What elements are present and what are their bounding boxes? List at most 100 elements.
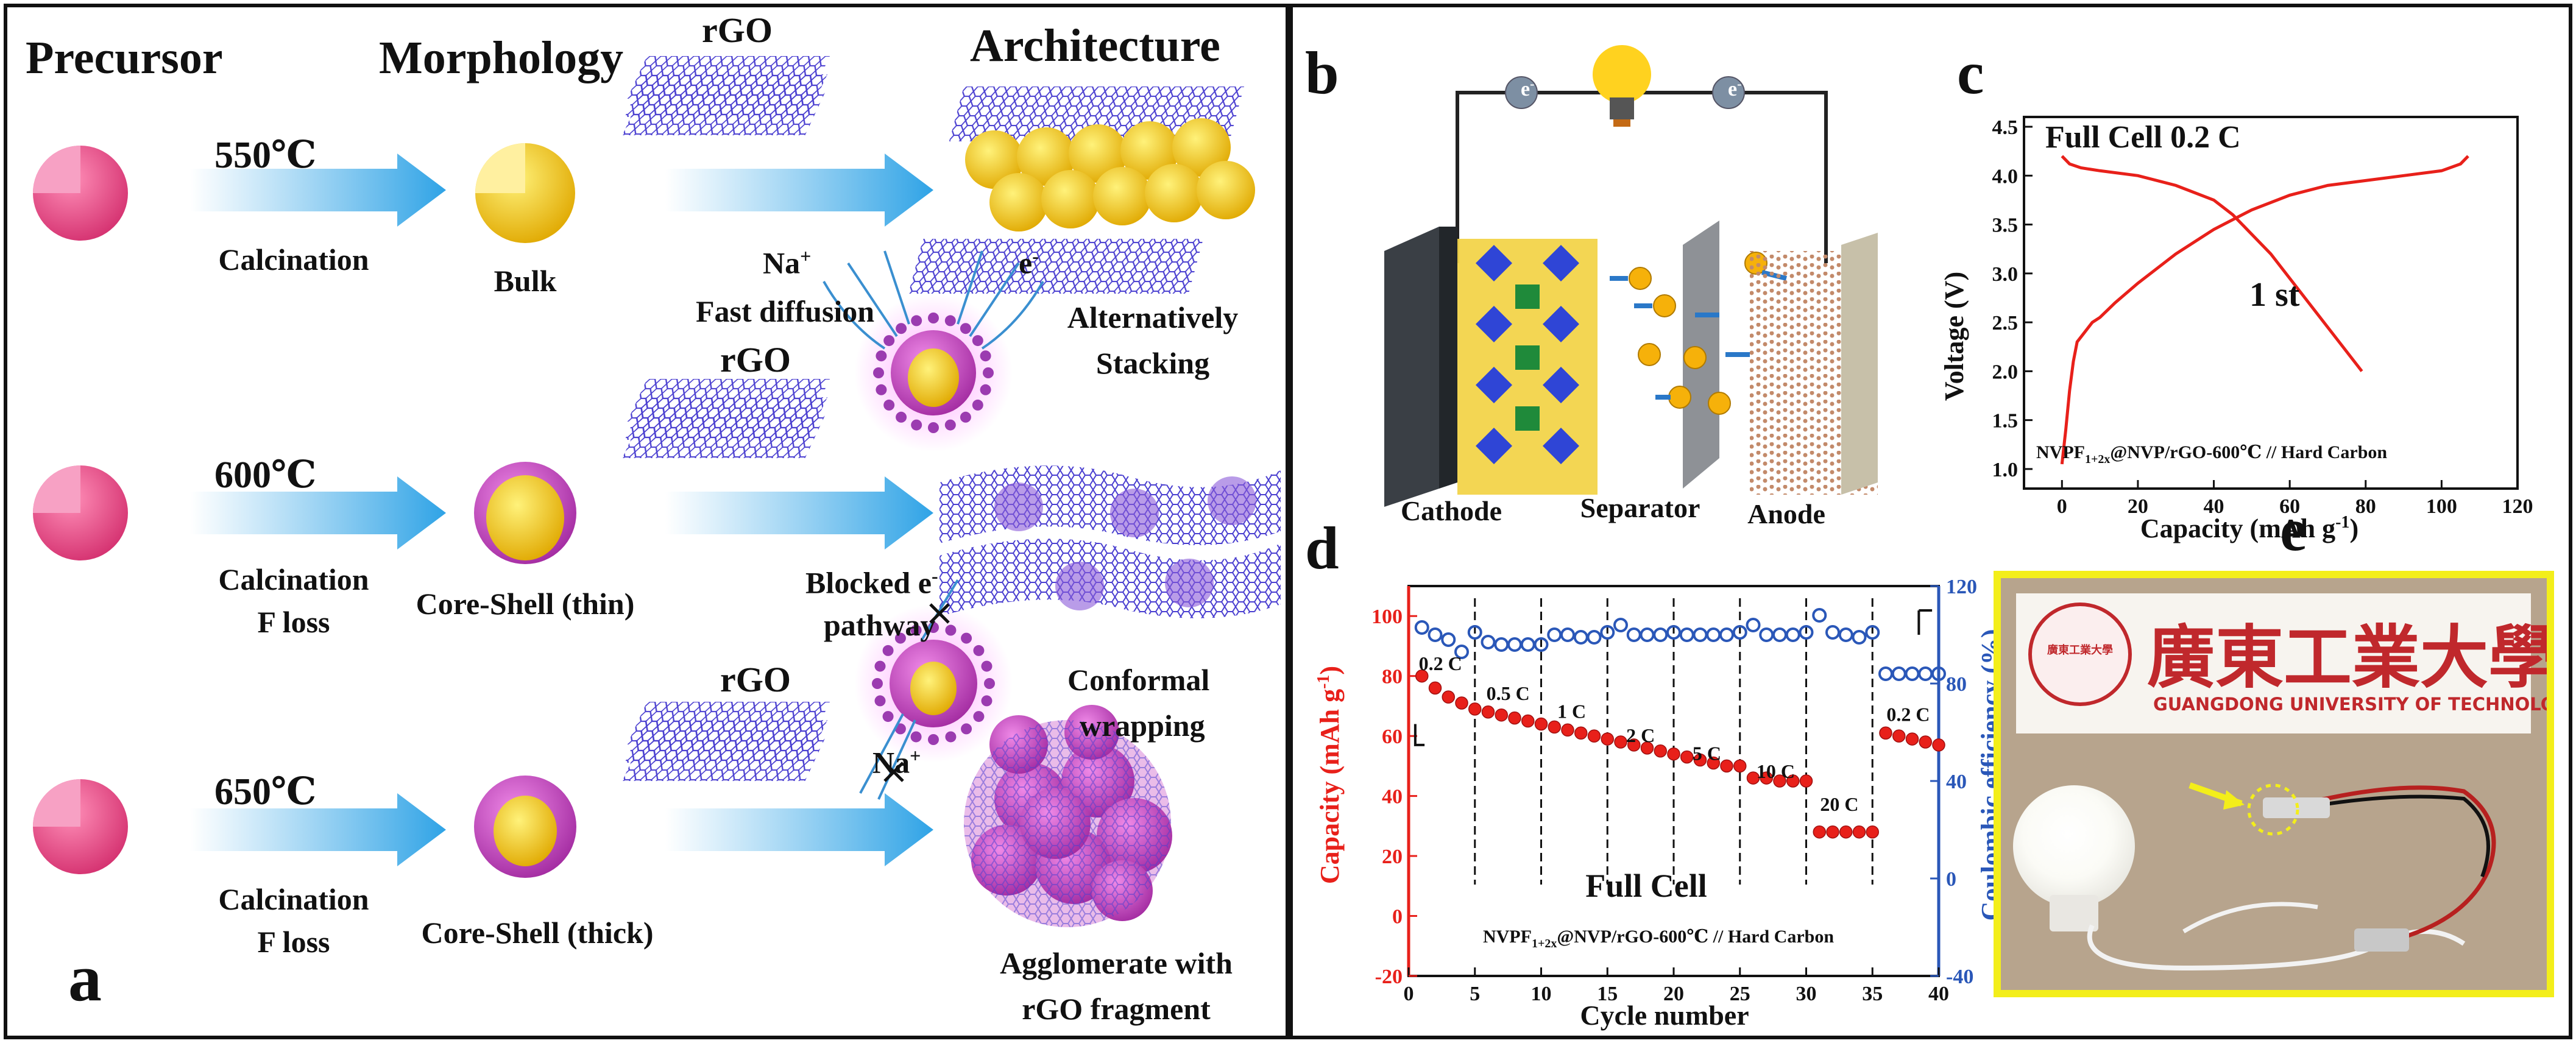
chart-d-plot: [1414, 608, 1946, 839]
chart-d-capacity-point: [1627, 738, 1641, 752]
panel-a-morphology-schematic: Precursor Morphology Architecture rGO rG…: [4, 4, 1289, 1039]
label-separator: Separator: [1580, 492, 1700, 523]
particle-dot: [981, 660, 993, 672]
chart-d-title: Full Cell: [1585, 868, 1707, 904]
particle-dot: [945, 624, 957, 636]
battery-schematic: [1384, 45, 1878, 507]
chart-d-efficiency-point: [1918, 666, 1933, 681]
chart-c-plot: [2060, 155, 2469, 465]
chart-c-ytick-label: 4.5: [1992, 116, 2019, 139]
chart-d-capacity-point: [1852, 825, 1866, 839]
particle-dot: [874, 660, 886, 672]
chart-d-rate-label: 0.2 C: [1419, 652, 1462, 674]
chart-d-capacity-point: [1813, 825, 1826, 839]
chart-c-xtick-label: 20: [2128, 495, 2148, 518]
chart-d-efficiency-point: [1865, 625, 1880, 640]
chart-d-y2tick-label: 120: [1946, 576, 1977, 598]
university-seal: 廣東工業大學: [2028, 603, 2132, 706]
chart-d-legend: NVPF1+2x@NVP/rGO-600℃ // Hard Carbon: [1483, 927, 1834, 950]
led-photo: 廣東工業大學 廣東工業大學 GUANGDONG UNIVERSITY OF TE…: [1994, 571, 2554, 997]
header-precursor: Precursor: [26, 32, 223, 83]
particle-dot: [944, 419, 956, 431]
chart-c-ytick-label: 1.0: [1992, 459, 2019, 481]
precursor-spheres: [33, 146, 128, 874]
chart-d-efficiency-point: [1626, 627, 1641, 642]
chart-d-rate-label: 20 C: [1820, 793, 1858, 815]
chart-d-capacity-point: [1892, 729, 1906, 743]
chart-d-capacity-point: [1574, 726, 1588, 740]
na-plus-label-2: Na+: [872, 744, 921, 780]
chart-d-capacity-point: [1799, 774, 1813, 788]
chart-d-capacity-point: [1561, 723, 1574, 737]
chart-c-xtick-label: 80: [2355, 495, 2376, 518]
university-name-chinese: 廣東工業大學: [2147, 618, 2554, 698]
process-row2-floss: F loss: [257, 605, 330, 639]
chart-c-legend: NVPF1+2x@NVP/rGO-600℃ // Hard Carbon: [2036, 442, 2387, 466]
chart-d-efficiency-point: [1653, 627, 1668, 642]
temp-650: 650℃: [214, 771, 317, 813]
chart-d-ylabel-left: Capacity (mAh g-1): [1314, 666, 1345, 884]
arch-label-row3-line2: rGO fragment: [1022, 992, 1211, 1026]
chart-d-capacity-point: [1667, 747, 1680, 761]
chart-d-rate-label: 0.2 C: [1886, 704, 1930, 726]
chart-d-y2tick-label: -40: [1946, 966, 1973, 988]
architecture-stacking: [908, 87, 1255, 294]
temp-600: 600℃: [214, 454, 317, 496]
particle-dot: [910, 731, 922, 743]
morphology-core-shell-thick: Core-Shell (thick): [421, 916, 654, 950]
particle-dot: [980, 350, 991, 362]
wires: [2087, 782, 2496, 971]
chart-d-right-arrow: [1917, 609, 1933, 635]
chart-d-efficiency-point: [1759, 627, 1774, 642]
chart-d-efficiency-point: [1560, 627, 1575, 642]
chart-d-capacity-point: [1654, 744, 1667, 758]
chart-c-series-charge: [2060, 155, 2469, 465]
chart-d-efficiency-point: [1772, 627, 1787, 642]
process-row1: Calcination: [218, 242, 369, 277]
chart-d-efficiency-point: [1746, 618, 1761, 632]
chart-c-xtick-label: 60: [2279, 495, 2300, 518]
chart-d-capacity-point: [1839, 825, 1853, 839]
chart-d-capacity-point: [1508, 711, 1521, 725]
particle-dot: [972, 335, 983, 347]
chart-c-ytick-label: 3.5: [1992, 214, 2019, 237]
chart-d-rate-labels: 0.2 C0.5 C1 C2 C5 C10 C20 C0.2 C: [1419, 652, 1930, 815]
led-bulb: [2013, 785, 2135, 907]
chart-d-capacity-point: [1866, 825, 1879, 839]
chart-d-efficiency-point: [1838, 627, 1853, 642]
chart-d-ytick-label: 40: [1382, 786, 1403, 808]
seal-text: 廣東工業大學: [2047, 644, 2113, 657]
chart-d-efficiency-point: [1812, 608, 1827, 623]
particle-dot: [972, 399, 983, 411]
chart-d-capacity-point: [1760, 771, 1773, 785]
chart-c-ytick-label: 1.5: [1992, 410, 2019, 433]
chart-d-xtick-label: 10: [1531, 983, 1552, 1005]
blocked-label-line2: pathway: [824, 608, 936, 642]
particle-dot: [928, 734, 939, 745]
panel-right-group: b: [1289, 4, 2572, 1039]
chart-d-capacity-point: [1879, 726, 1892, 740]
panel-letter-c: c: [1957, 39, 1984, 107]
process-row2: Calcination: [218, 562, 369, 596]
morphology-bulk: Bulk: [494, 264, 557, 298]
chart-c-title: Full Cell 0.2 C: [2045, 120, 2241, 155]
chart-d-capacity-point: [1693, 753, 1707, 767]
process-row3: Calcination: [218, 882, 369, 916]
chart-c-ytick-label: 2.0: [1992, 361, 2019, 383]
chart-d-capacity-point: [1746, 771, 1760, 785]
panel-letter-d: d: [1305, 514, 1339, 582]
chart-d-ytick-label: 60: [1382, 726, 1403, 748]
blocked-label-line1: Blocked e-: [805, 565, 938, 600]
chart-d-capacity-point: [1786, 774, 1800, 788]
conformal-label-line2: wrapping: [1080, 709, 1205, 743]
morphology-core-shell-thin: Core-Shell (thin): [416, 587, 635, 621]
particle-dot: [945, 731, 957, 743]
chart-d-efficiency-point: [1428, 627, 1443, 642]
chart-d-efficiency-point: [1640, 627, 1655, 642]
chart-d-efficiency-point: [1534, 637, 1549, 652]
chart-d-capacity-point: [1534, 717, 1548, 731]
chart-d-xtick-label: 30: [1796, 983, 1817, 1005]
chart-d-efficiency-point: [1613, 618, 1628, 632]
chart-c-ytick-label: 2.5: [1992, 312, 2019, 334]
